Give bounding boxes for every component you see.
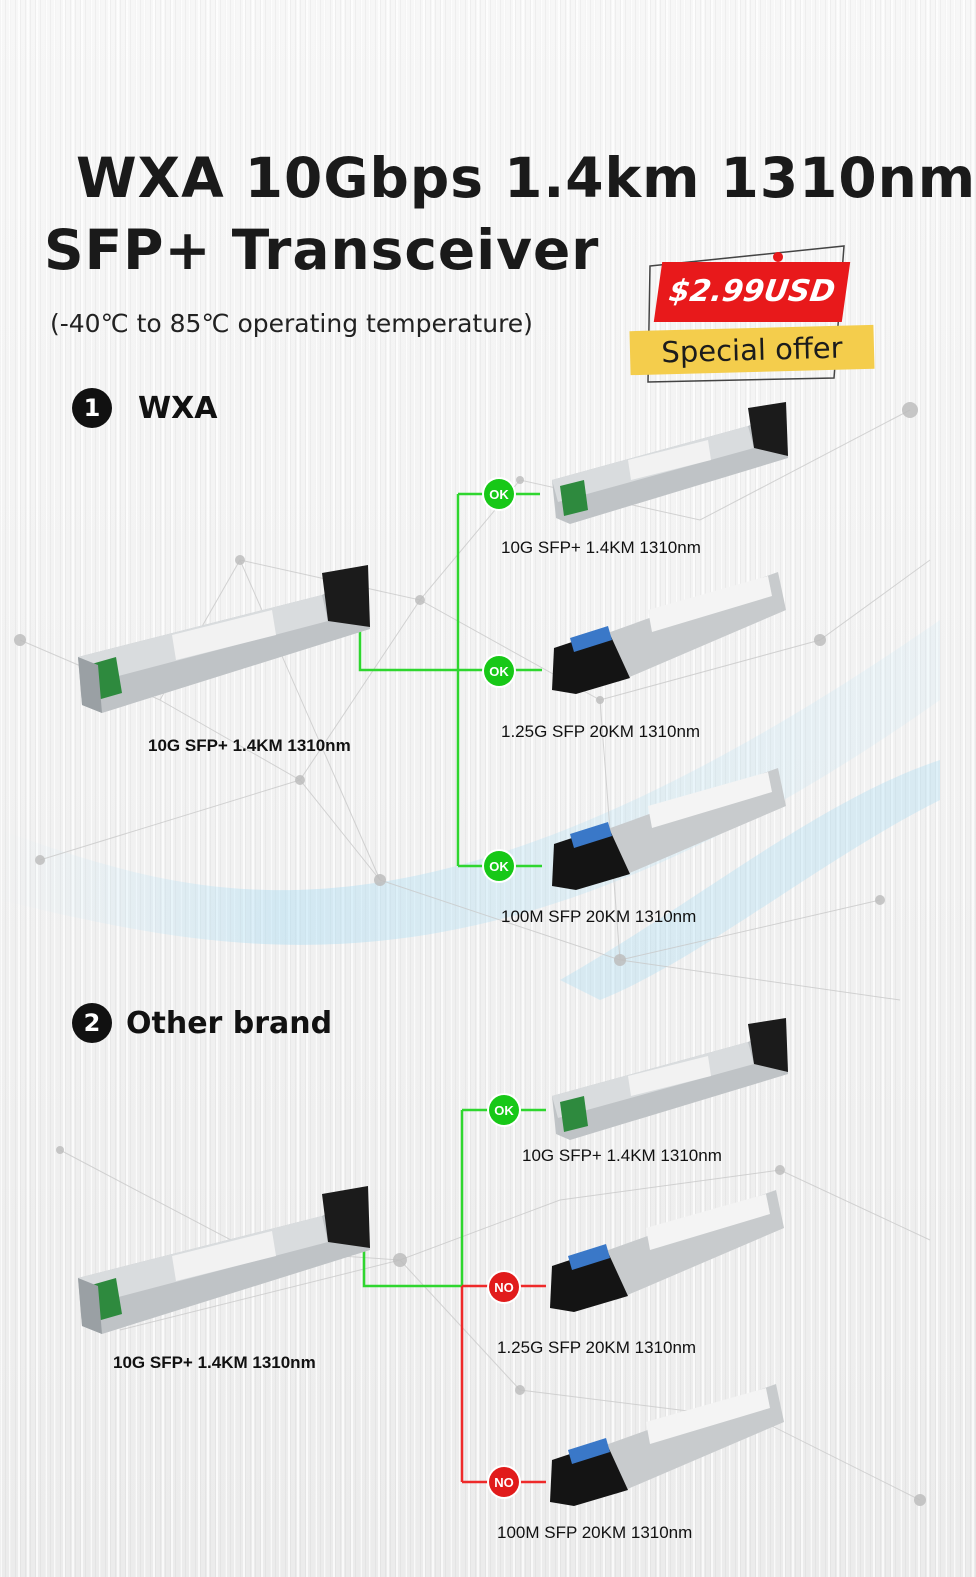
section-1-target-3-status-badge: OK xyxy=(484,851,514,881)
section-1-source-caption: 10G SFP+ 1.4KM 1310nm xyxy=(148,736,351,755)
section-1-target-2-module-image xyxy=(552,572,786,694)
section-2-target-3-module-image xyxy=(550,1384,784,1506)
section-1-number: 1 xyxy=(72,388,112,428)
section-2-target-3-caption: 100M SFP 20KM 1310nm xyxy=(497,1523,693,1542)
section-1-label: WXA xyxy=(138,390,218,426)
section-1-heading: 1 WXA xyxy=(72,388,217,428)
section-1-target-1-module-image xyxy=(552,402,788,524)
section-2-number: 2 xyxy=(72,1003,112,1043)
section-2-target-1-caption: 10G SFP+ 1.4KM 1310nm xyxy=(522,1146,722,1165)
section-1-target-3-caption: 100M SFP 20KM 1310nm xyxy=(501,907,697,926)
section-2-source-caption: 10G SFP+ 1.4KM 1310nm xyxy=(113,1353,316,1372)
section-1-target-2-status-badge: OK xyxy=(484,656,514,686)
section-1-target-1-status-badge: OK xyxy=(484,479,514,509)
section-2-target-2-caption: 1.25G SFP 20KM 1310nm xyxy=(497,1338,697,1357)
section-1-source-module-image xyxy=(78,565,370,713)
title-line-2: SFP+ Transceiver xyxy=(44,218,600,282)
section-2-target-3-status-badge: NO xyxy=(489,1467,519,1497)
section-2-label: Other brand xyxy=(126,1005,333,1041)
section-2-source-module-image xyxy=(78,1186,370,1334)
section-1-target-3-module-image xyxy=(552,768,786,890)
section-2-heading: 2 Other brand xyxy=(72,1003,332,1043)
section-2-target-2-module-image xyxy=(550,1190,784,1312)
section-2-target-2-status-badge: NO xyxy=(489,1272,519,1302)
section-1-target-2-caption: 1.25G SFP 20KM 1310nm xyxy=(501,722,701,741)
section-2-target-1-status-badge: OK xyxy=(489,1095,519,1125)
title-line-1: WXA 10Gbps 1.4km 1310nm xyxy=(76,146,976,210)
promo-tag: $2.99USD Special offer xyxy=(628,240,878,383)
promo-price: $2.99USD xyxy=(653,262,851,322)
section-2-target-1-module-image xyxy=(552,1018,788,1140)
temperature-subtitle: (-40℃ to 85℃ operating temperature) xyxy=(50,309,533,338)
promo-offer: Special offer xyxy=(629,324,875,376)
section-1-target-1-caption: 10G SFP+ 1.4KM 1310nm xyxy=(501,538,701,557)
